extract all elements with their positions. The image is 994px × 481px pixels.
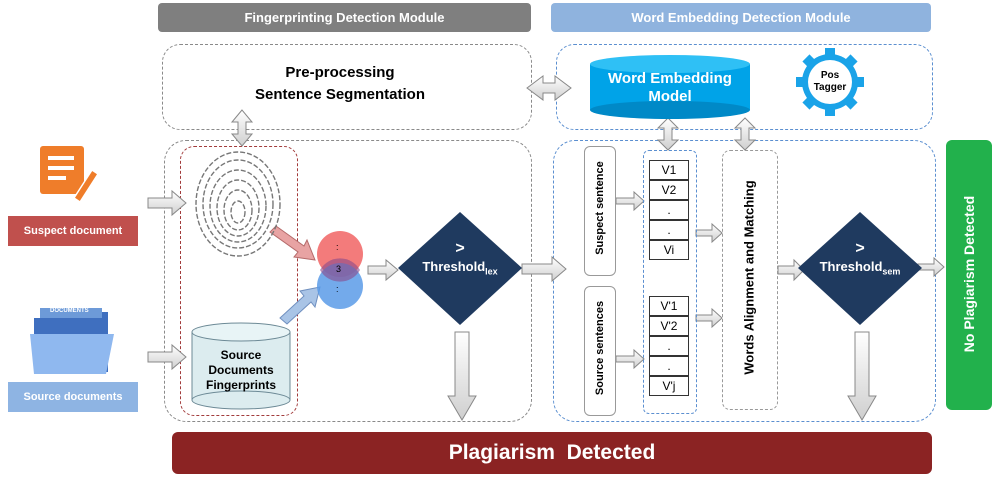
threshold-lex-label: > Thresholdlex <box>422 240 498 277</box>
vector-cell: V'j <box>649 376 689 396</box>
vectors-suspect-align-arrow <box>695 222 723 244</box>
threshold-lex-diamond <box>398 212 522 325</box>
vector-cell: V'2 <box>649 316 689 336</box>
source-input-arrow <box>147 343 187 371</box>
model-vectors-arrow <box>656 117 680 151</box>
vector-cell: . <box>649 336 689 356</box>
suspect-sentence-box <box>584 146 616 276</box>
venn-middle-label: 3 <box>336 264 342 274</box>
embedding-model-cylinder <box>590 55 750 119</box>
suspect-vectors: V1 V2 . . Vi <box>649 160 689 264</box>
fingerprints-db-label: Source Documents Fingerprints <box>205 348 276 392</box>
source-documents-button[interactable]: Source documents <box>8 382 138 412</box>
venn-bottom-label: : <box>336 284 339 294</box>
no-plagiarism-bar <box>946 140 992 410</box>
suspect-sentence-label: Suspect sentence <box>594 161 606 255</box>
fingerprinting-module-header: Fingerprinting Detection Module <box>158 3 531 32</box>
plagiarism-detected-bar: Plagiarism Detected <box>172 432 932 474</box>
vector-cell: V'1 <box>649 296 689 316</box>
vector-cell: . <box>649 220 689 240</box>
lex-down-arrow <box>447 331 477 421</box>
source-sentences-label: Source sentences <box>594 300 606 396</box>
preprocess-embedding-arrow <box>526 75 572 101</box>
vector-cell: . <box>649 200 689 220</box>
pos-tagger-label: Pos Tagger <box>813 70 847 93</box>
vectors-source-align-arrow <box>695 307 723 329</box>
sem-to-noplag-arrow <box>917 256 945 278</box>
threshold-sem-label: > Thresholdsem <box>819 240 901 277</box>
fingerprint-graphic <box>195 151 281 257</box>
suspect-input-arrow <box>147 189 187 217</box>
suspect-document-icon <box>40 146 100 204</box>
sem-down-arrow <box>847 331 877 421</box>
fingerprinting-area <box>164 140 532 422</box>
venn-top-label: : <box>336 242 339 252</box>
source-sentence-arrow <box>615 348 645 370</box>
alignment-label: Words Alignment and Matching <box>741 180 757 375</box>
fingerprint-to-venn-arrow <box>269 225 316 261</box>
preprocess-fingerprint-arrow <box>230 109 254 147</box>
vector-cell: V1 <box>649 160 689 180</box>
lex-to-embedding-arrow <box>521 255 567 283</box>
suspect-document-button[interactable]: Suspect document <box>8 216 138 246</box>
vector-column <box>643 150 697 414</box>
venn-overlap <box>320 258 360 282</box>
vector-cell: V2 <box>649 180 689 200</box>
word-embedding-module-header: Word Embedding Detection Module <box>551 3 931 32</box>
folder-tab-label: DOCUMENTS <box>50 308 89 314</box>
suspect-sentence-arrow <box>615 190 645 212</box>
venn-to-threshold-arrow <box>367 258 399 282</box>
pos-tagger-gear-icon <box>796 48 864 116</box>
vector-cell: Vi <box>649 240 689 260</box>
threshold-sem-diamond <box>798 212 922 325</box>
postagger-alignment-arrow <box>733 117 757 151</box>
alignment-box <box>722 150 778 410</box>
db-to-venn-arrow <box>279 286 321 325</box>
source-vectors: V'1 V'2 . . V'j <box>649 296 689 400</box>
vector-cell: . <box>649 356 689 376</box>
fingerprint-column <box>180 146 298 416</box>
source-folder-icon <box>30 308 114 374</box>
align-to-sem-arrow <box>777 258 805 282</box>
embedding-model-label: Word Embedding Model <box>608 70 732 105</box>
no-plagiarism-label: No Plagiarism Detected <box>961 195 977 353</box>
fingerprints-db-cylinder <box>191 322 291 410</box>
preprocessing-label: Pre-processing Sentence Segmentation <box>254 64 426 103</box>
source-sentences-box <box>584 286 616 416</box>
